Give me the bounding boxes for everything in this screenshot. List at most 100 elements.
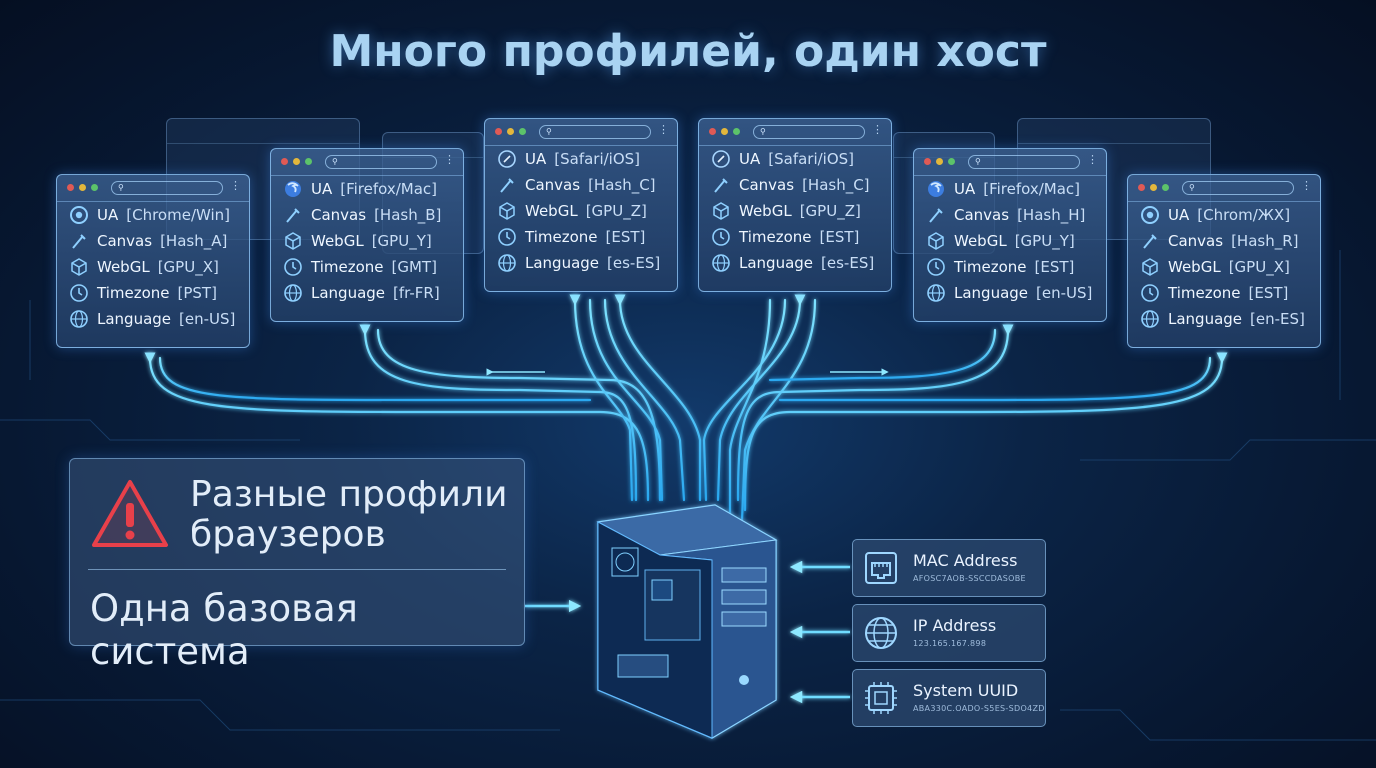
- row-label: Timezone: [97, 284, 170, 302]
- row-label: Language: [739, 254, 814, 272]
- profile-row-webgl: WebGL[GPU_Y]: [271, 228, 463, 254]
- row-label: Timezone: [311, 258, 384, 276]
- profile-row-ua: UA[Safari/iOS]: [699, 146, 891, 172]
- row-label: Timezone: [525, 228, 598, 246]
- close-dot: [495, 128, 502, 135]
- hardware-card-ip: IP Address 123.165.167.898: [852, 604, 1046, 662]
- minimize-dot: [1150, 184, 1157, 191]
- profile-row-timezone: Timezone[EST]: [699, 224, 891, 250]
- globe-icon: [69, 309, 89, 329]
- close-dot: [281, 158, 288, 165]
- window-titlebar: ⚲⋮: [914, 149, 1106, 176]
- row-value: [GMT]: [391, 258, 437, 276]
- row-label: WebGL: [311, 232, 364, 250]
- search-icon: ⚲: [760, 127, 766, 136]
- close-dot: [709, 128, 716, 135]
- maximize-dot: [519, 128, 526, 135]
- brush-icon: [497, 175, 517, 195]
- browser-profile-card: ⚲⋮UA[Safari/iOS]Canvas[Hash_C]WebGL[GPU_…: [698, 118, 892, 292]
- row-value: [Hash_A]: [160, 232, 228, 250]
- row-value: [EST]: [1248, 284, 1289, 302]
- row-value: [Hash_C]: [802, 176, 870, 194]
- clock-icon: [711, 227, 731, 247]
- row-value: [en-US]: [1036, 284, 1093, 302]
- row-label: WebGL: [1168, 258, 1221, 276]
- row-value: [GPU_X]: [157, 258, 219, 276]
- row-value: [Hash_H]: [1017, 206, 1086, 224]
- row-label: Canvas: [97, 232, 153, 250]
- profile-row-language: Language [en-US]: [57, 306, 249, 332]
- row-label: UA: [525, 150, 547, 168]
- window-titlebar: ⚲⋮: [1128, 175, 1320, 202]
- cube-icon: [711, 201, 731, 221]
- brush-icon: [711, 175, 731, 195]
- profile-row-language: Language[fr-FR]: [271, 280, 463, 306]
- menu-icon: ⋮: [658, 123, 669, 136]
- profile-row-canvas: Canvas[Hash_B]: [271, 202, 463, 228]
- search-icon: ⚲: [332, 157, 338, 166]
- row-value: [EST]: [605, 228, 646, 246]
- profile-row-language: Language [es-ES]: [699, 250, 891, 276]
- clock-icon: [283, 257, 303, 277]
- row-value: [en-US]: [179, 310, 236, 328]
- clock-icon: [69, 283, 89, 303]
- maximize-dot: [91, 184, 98, 191]
- row-value: [Hash_B]: [374, 206, 442, 224]
- profile-row-ua: UA[Chrom/ЖX]: [1128, 202, 1320, 228]
- maximize-dot: [1162, 184, 1169, 191]
- row-label: Language: [97, 310, 172, 328]
- row-value: [EST]: [1034, 258, 1075, 276]
- hardware-title: System UUID: [913, 681, 1019, 700]
- clock-icon: [926, 257, 946, 277]
- row-value: [GPU_Y]: [1014, 232, 1075, 250]
- address-bar: ⚲: [1182, 181, 1294, 195]
- profile-row-webgl: WebGL[GPU_Y]: [914, 228, 1106, 254]
- profile-row-ua: UA[Firefox/Mac]: [914, 176, 1106, 202]
- hardware-title: MAC Address: [913, 551, 1018, 570]
- row-value: [Chrome/Win]: [126, 206, 231, 224]
- hardware-card-uuid: System UUID ABA330C.OADO-S5ES-SDO4ZD: [852, 669, 1046, 727]
- alert-subtitle: Одна базовая система: [90, 587, 358, 673]
- browser-profile-card: ⚲⋮UA[Safari/iOS]Canvas[Hash_C]WebGL[GPU_…: [484, 118, 678, 292]
- menu-icon: ⋮: [872, 123, 883, 136]
- globe-icon: [283, 283, 303, 303]
- row-label: Canvas: [525, 176, 581, 194]
- row-value: [Firefox/Mac]: [340, 180, 438, 198]
- browser-profile-card: ⚲⋮UA[Chrome/Win] Canvas [Hash_A] WebGL [GPU_…: [56, 174, 250, 348]
- warning-icon: [92, 480, 168, 547]
- search-icon: ⚲: [975, 157, 981, 166]
- window-titlebar: ⚲⋮: [57, 175, 249, 202]
- profile-row-language: Language[en-US]: [914, 280, 1106, 306]
- row-value: [Chrom/ЖX]: [1197, 206, 1291, 224]
- row-value: [es-ES]: [607, 254, 661, 272]
- window-titlebar: ⚲⋮: [699, 119, 891, 146]
- row-value: [GPU_X]: [1228, 258, 1290, 276]
- profile-row-canvas: Canvas [Hash_H]: [914, 202, 1106, 228]
- server-tower-icon: [596, 504, 778, 739]
- row-label: WebGL: [97, 258, 150, 276]
- browser-profile-card: ⚲⋮UA[Chrom/ЖX]Canvas[Hash_R]WebGL[GPU_X]…: [1127, 174, 1321, 348]
- address-bar: ⚲: [325, 155, 437, 169]
- firefox-icon: [926, 179, 946, 199]
- row-label: Canvas: [954, 206, 1010, 224]
- brush-icon: [1140, 231, 1160, 251]
- close-dot: [67, 184, 74, 191]
- row-value: [Hash_R]: [1231, 232, 1299, 250]
- profile-row-timezone: Timezone[EST]: [1128, 280, 1320, 306]
- menu-icon: ⋮: [1301, 179, 1312, 192]
- browser-profile-card: ⚲⋮UA[Firefox/Mac]Canvas[Hash_H]WebGL[GPU…: [913, 148, 1107, 322]
- search-icon: ⚲: [118, 183, 124, 192]
- profile-row-canvas: Canvas[Hash_R]: [1128, 228, 1320, 254]
- brush-icon: [926, 205, 946, 225]
- profile-row-ua: UA[Chrome/Win]: [57, 202, 249, 228]
- row-value: [EST]: [819, 228, 860, 246]
- row-value: [es-ES]: [821, 254, 875, 272]
- browser-profile-card: ⚲⋮UA[Firefox/Mac]Canvas[Hash_B]WebGL[GPU…: [270, 148, 464, 322]
- page-title: Много профилей, один хост: [329, 26, 1047, 77]
- chrome-icon: [1140, 205, 1160, 225]
- minimize-dot: [936, 158, 943, 165]
- profile-row-language: Language[es-ES]: [485, 250, 677, 276]
- menu-icon: ⋮: [1087, 153, 1098, 166]
- address-bar: ⚲: [753, 125, 865, 139]
- profile-row-webgl: WebGL [GPU_X]: [1128, 254, 1320, 280]
